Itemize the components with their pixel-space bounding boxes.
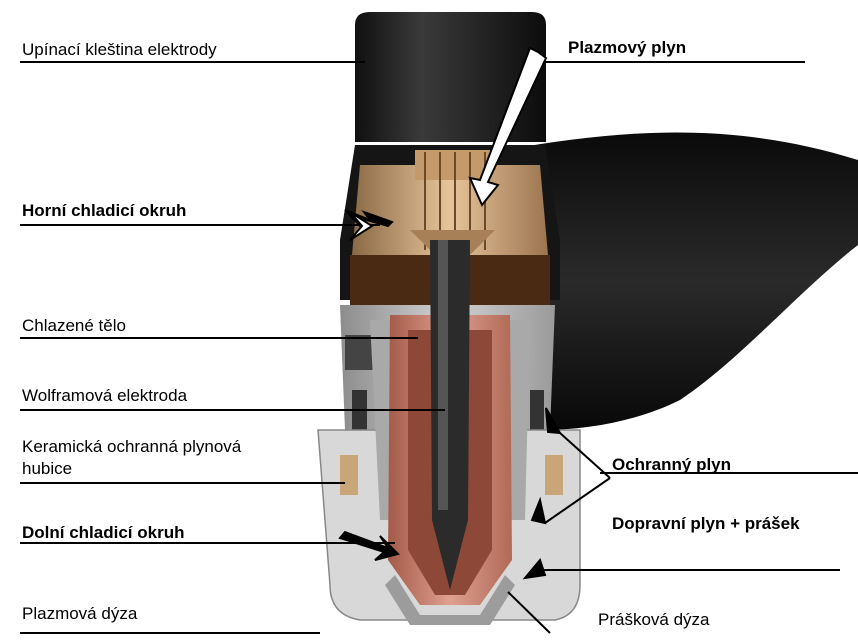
- electrode-clamp-cap: [355, 12, 546, 142]
- label-shield-gas: Ochranný plyn: [612, 455, 731, 475]
- label-electrode-collet: Upínací kleština elektrody: [22, 40, 217, 60]
- label-ceramic-nozzle-line1: Keramická ochranná plynová: [22, 437, 241, 457]
- label-powder-nozzle: Prášková dýza: [598, 610, 710, 630]
- collet-ring: [415, 150, 490, 180]
- body-port-left: [345, 335, 375, 370]
- label-plasma-gas: Plazmový plyn: [568, 38, 686, 58]
- label-ceramic-nozzle-line2: hubice: [22, 459, 72, 479]
- label-cooled-body: Chlazené tělo: [22, 316, 126, 336]
- nozzle-insert-right: [545, 455, 563, 495]
- label-carrier-gas-powder: Dopravní plyn + prášek: [612, 514, 800, 534]
- label-tungsten-electrode: Wolframová elektroda: [22, 386, 187, 406]
- label-upper-cooling: Horní chladicí okruh: [22, 201, 186, 221]
- label-plasma-nozzle: Plazmová dýza: [22, 604, 137, 624]
- nozzle-insert-left: [340, 455, 358, 495]
- label-lower-cooling: Dolní chladicí okruh: [22, 523, 184, 543]
- electrode-highlight: [438, 240, 448, 510]
